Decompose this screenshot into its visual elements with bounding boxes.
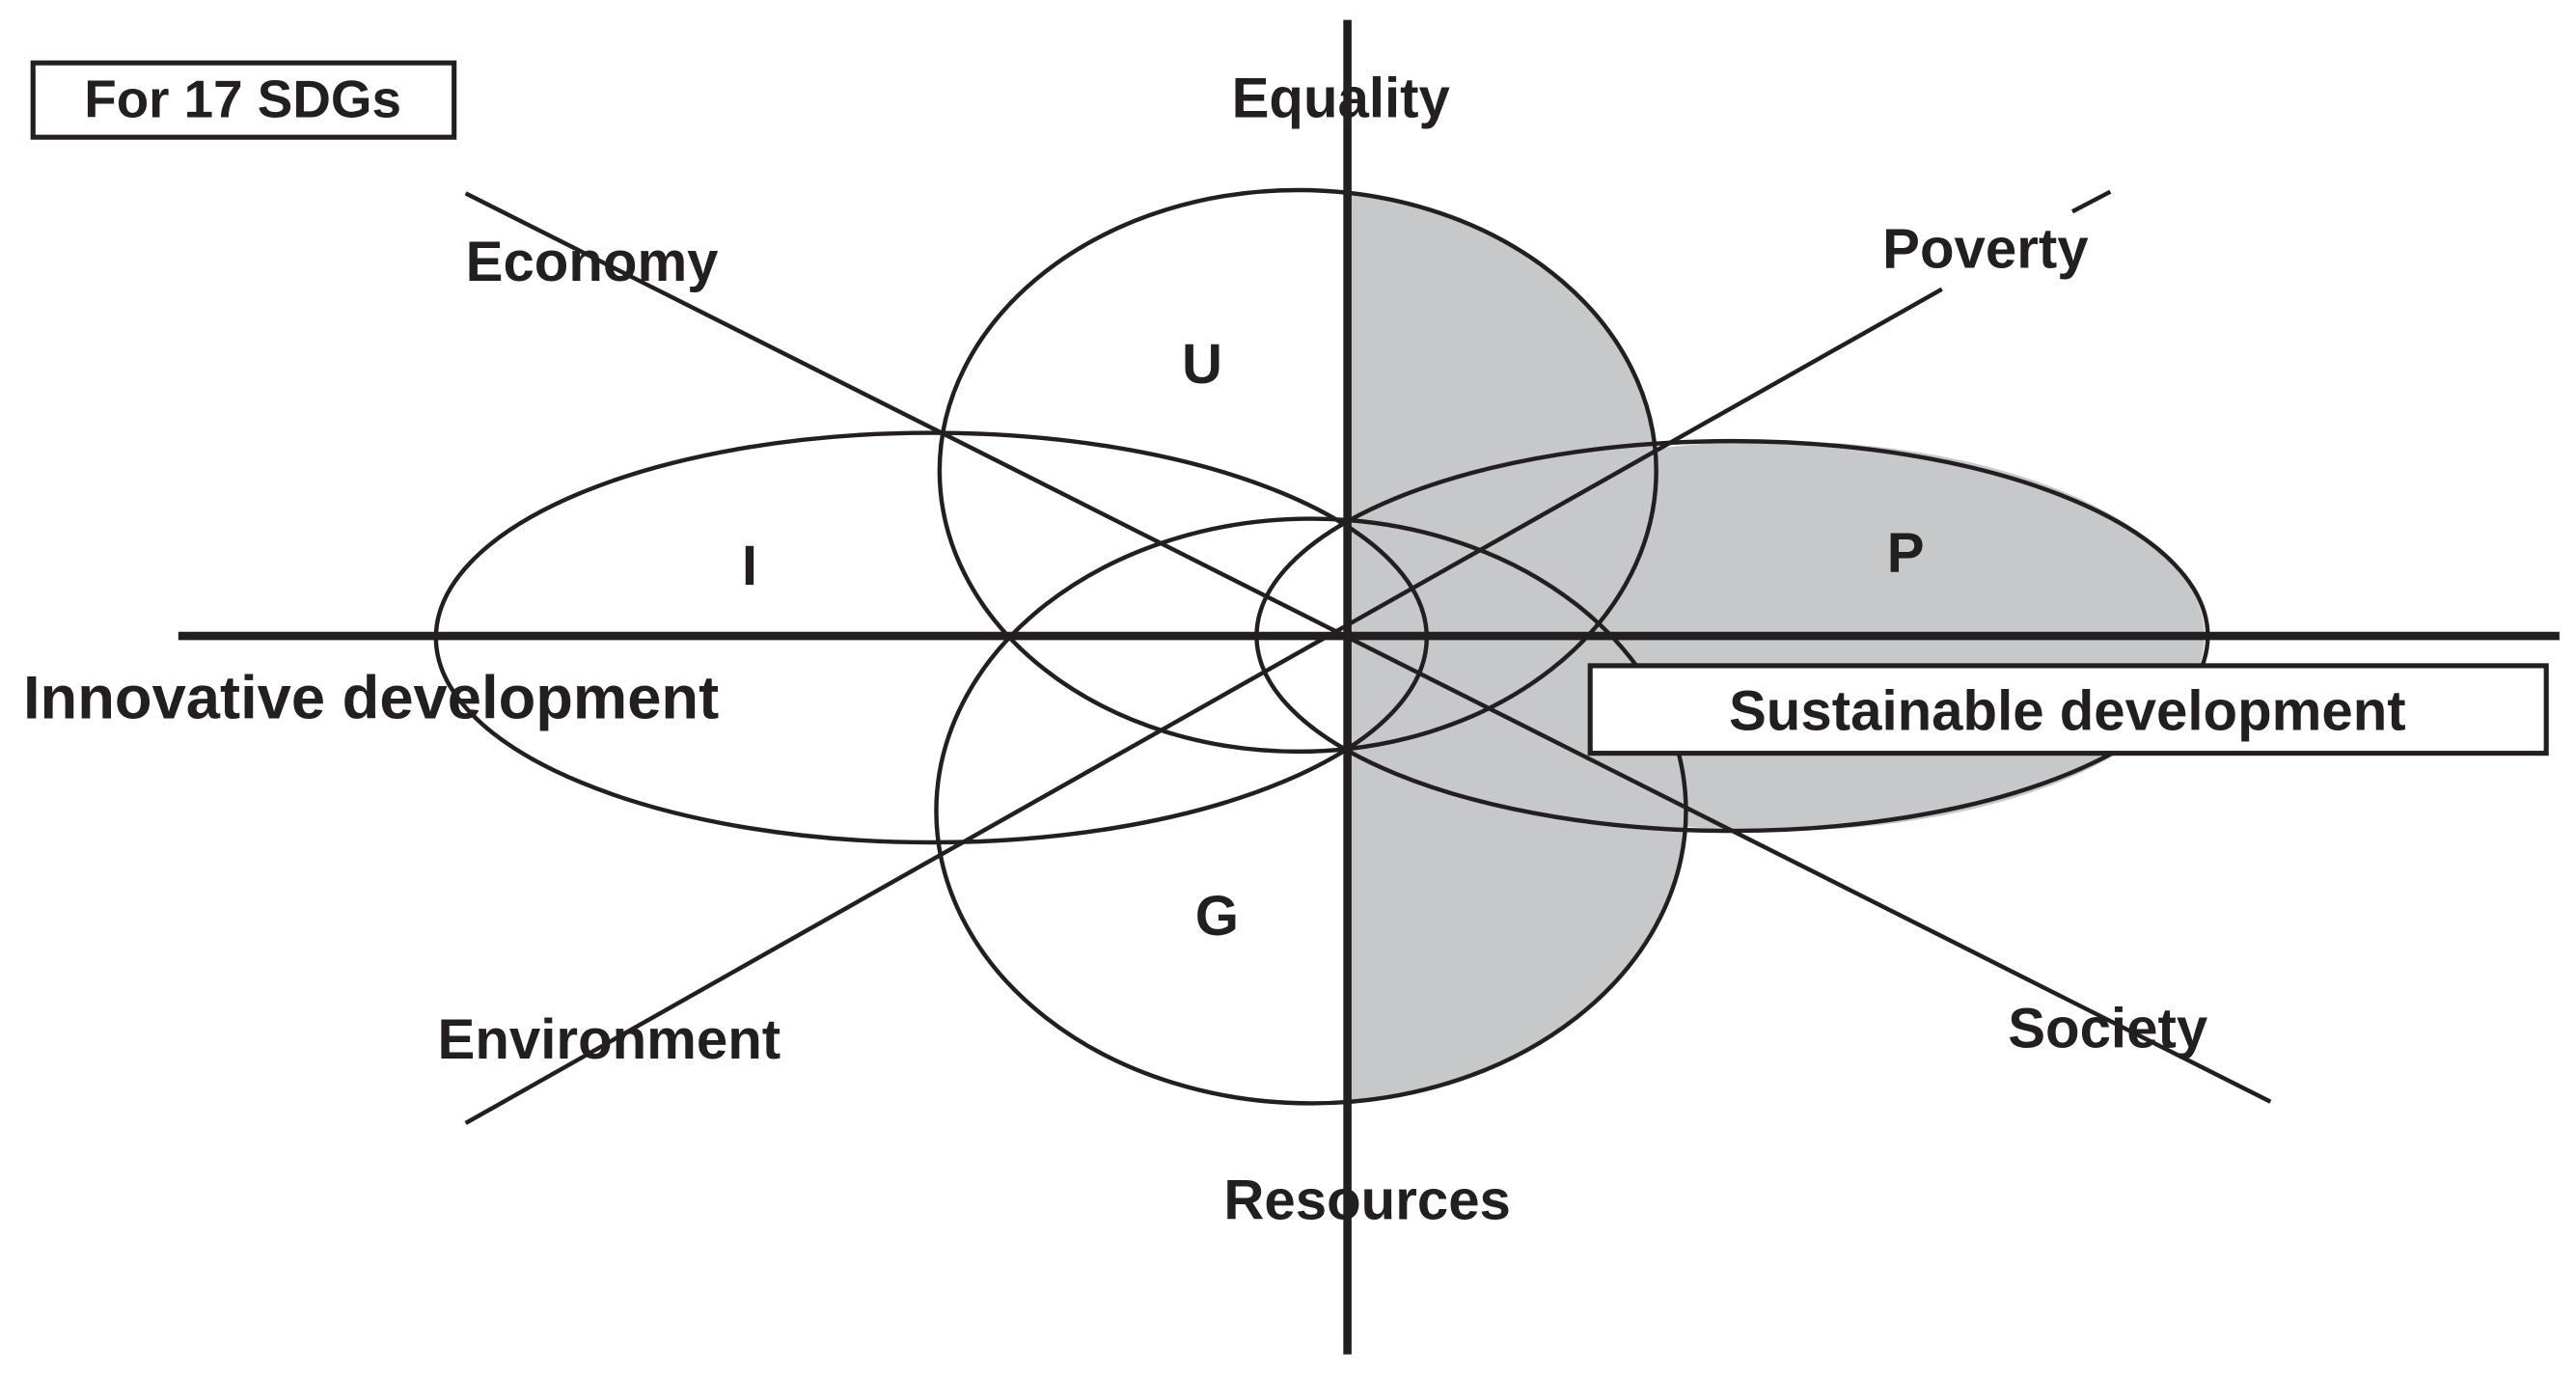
label-poverty: Poverty <box>1882 217 2089 280</box>
diagonal-environment-poverty <box>464 287 1943 1125</box>
label-innovative-development: Innovative development <box>23 665 719 732</box>
diagonal-economy-society <box>464 191 2272 1104</box>
ellipse-resources <box>934 516 1688 1106</box>
label-sustainable-development: Sustainable development <box>1729 680 2406 743</box>
shaded-right-half <box>1347 192 2205 1102</box>
region-g: G <box>1195 885 1239 948</box>
corner-label: For 17 SDGs <box>84 69 401 129</box>
region-i: I <box>742 535 757 597</box>
poverty-tick <box>2070 189 2112 214</box>
corner-label-box <box>30 60 457 140</box>
label-environment: Environment <box>438 1008 781 1071</box>
ellipse-equality <box>937 187 1658 755</box>
label-economy: Economy <box>466 231 720 293</box>
region-u: U <box>1182 333 1222 396</box>
label-society: Society <box>2008 997 2208 1060</box>
sustainable-label-box <box>1587 663 2549 757</box>
label-equality: Equality <box>1232 68 1451 130</box>
label-resources: Resources <box>1223 1169 1511 1231</box>
region-p: P <box>1887 521 1925 584</box>
